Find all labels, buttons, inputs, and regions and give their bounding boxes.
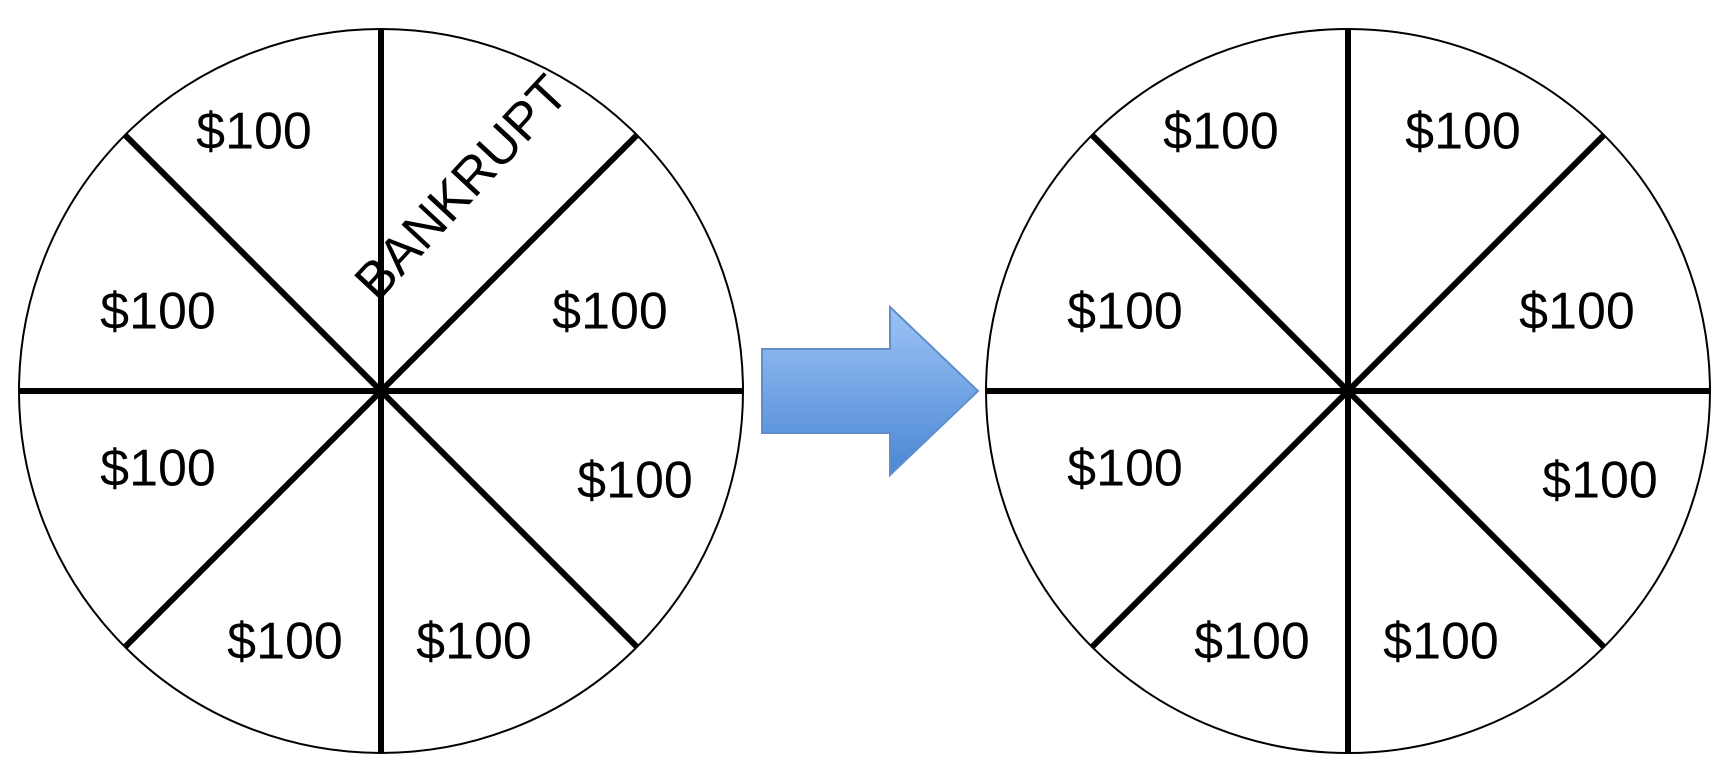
slice-label: $100 (1194, 613, 1310, 671)
slice-label: $100 (196, 103, 312, 161)
slice-label: $100 (227, 613, 343, 671)
slice-label: $100 (1383, 613, 1499, 671)
slice-label: $100 (1405, 103, 1521, 161)
slice-label: $100 (1519, 283, 1635, 341)
slice-label: $100 (100, 283, 216, 341)
slice-label: $100 (416, 613, 532, 671)
slice-label: $100 (1067, 283, 1183, 341)
right-arrow-icon (761, 304, 980, 478)
spoke (1089, 132, 1607, 650)
spoke (122, 132, 640, 650)
slice-label: $100 (100, 440, 216, 498)
slice-label: $100 (1542, 452, 1658, 510)
slice-label: $100 (552, 283, 668, 341)
slice-label: $100 (577, 452, 693, 510)
wheel-before: BANKRUPT $100 $100 $100 $100 $100 $100 $… (18, 28, 744, 754)
slice-label: $100 (1163, 103, 1279, 161)
slice-label: $100 (1067, 440, 1183, 498)
wheel-after: $100 $100 $100 $100 $100 $100 $100 $100 (985, 28, 1711, 754)
